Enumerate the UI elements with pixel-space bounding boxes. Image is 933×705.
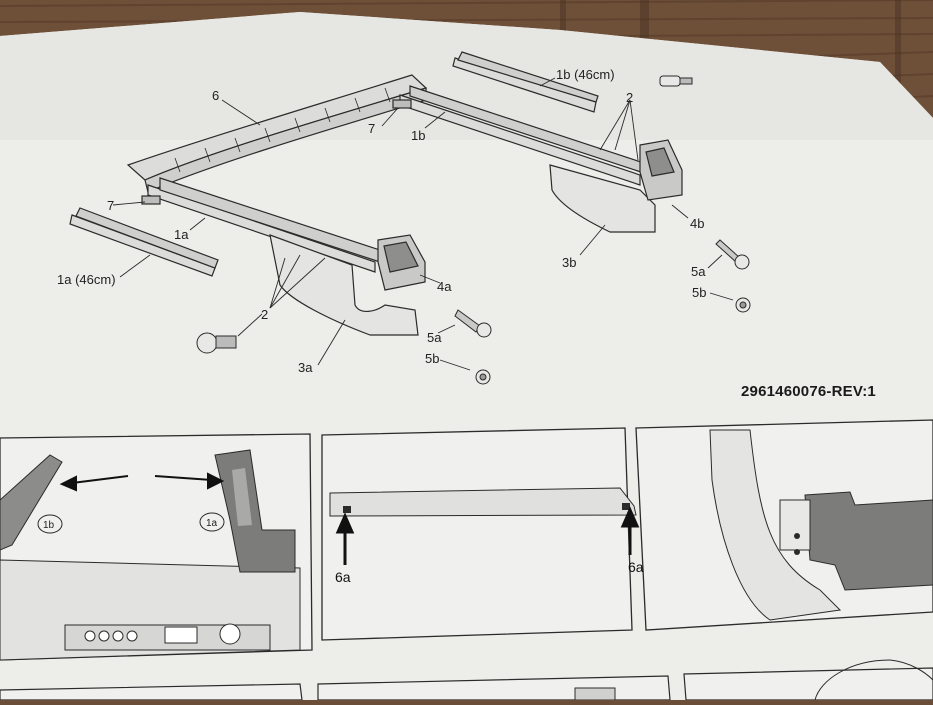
badge-1b: 1b (43, 520, 55, 531)
callout-5b-bottom: 5b (425, 351, 439, 366)
callout-5a-bottom: 5a (427, 330, 442, 345)
callout-2-top: 2 (626, 90, 633, 105)
callout-4a: 4a (437, 279, 452, 294)
label-6a-left: 6a (335, 569, 351, 585)
callout-1b-46cm: 1b (46cm) (556, 67, 615, 82)
callout-7-left: 7 (107, 198, 114, 213)
exploded-view-frame (69, 51, 683, 336)
badge-1a: 1a (206, 518, 218, 529)
callout-1a-46cm: 1a (46cm) (57, 272, 116, 287)
callout-5b-right: 5b (692, 285, 706, 300)
callout-2-bottom: 2 (261, 307, 268, 322)
callout-3b: 3b (562, 255, 576, 270)
callout-4b: 4b (690, 216, 704, 231)
screw-2-icon (196, 75, 693, 354)
screw-5b-icon (475, 297, 751, 385)
step-panels (0, 419, 933, 701)
leader-lines (112, 77, 734, 371)
screw-5a-icon (454, 239, 750, 338)
callout-6: 6 (212, 88, 219, 103)
callout-7-top: 7 (368, 121, 375, 136)
label-6a-right: 6a (628, 559, 644, 575)
callout-1a: 1a (174, 227, 189, 242)
callout-5a-right: 5a (691, 264, 706, 279)
part-number: 2961460076-REV:1 (741, 383, 876, 400)
callout-1b: 1b (411, 128, 425, 143)
callout-3a: 3a (298, 360, 313, 375)
